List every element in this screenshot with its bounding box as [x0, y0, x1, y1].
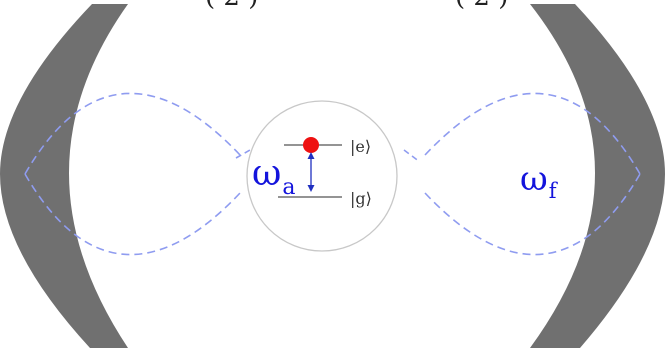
atom-dot — [303, 137, 319, 153]
atom-circle — [246, 100, 398, 252]
mode-lobe-right-upper — [424, 92, 641, 175]
left-mirror — [0, 4, 128, 348]
mode-lobe-left-lower — [24, 173, 241, 256]
right-mirror — [530, 4, 665, 348]
transition-arrow — [307, 152, 315, 192]
ground-state-label: |g⟩ — [350, 189, 372, 208]
atom-frequency-subscript: a — [282, 175, 295, 200]
mode-edge-right — [403, 149, 421, 163]
field-frequency-label: ωf — [520, 159, 559, 203]
mode-lobe-right-lower — [424, 173, 641, 256]
mode-lobe-left-upper — [24, 92, 241, 175]
cavity-mode — [24, 92, 641, 256]
field-frequency-symbol: ω — [520, 159, 548, 199]
mode-edge-left — [235, 149, 251, 159]
excited-state-label: |e⟩ — [350, 137, 371, 156]
atom-frequency-label: ωa — [252, 153, 295, 200]
top-formula-left: ( 2 ) — [205, 0, 258, 12]
field-frequency-subscript: f — [549, 179, 559, 203]
atom-frequency-symbol: ω — [252, 153, 281, 194]
top-formula-right: ( 2 ) — [455, 0, 508, 12]
